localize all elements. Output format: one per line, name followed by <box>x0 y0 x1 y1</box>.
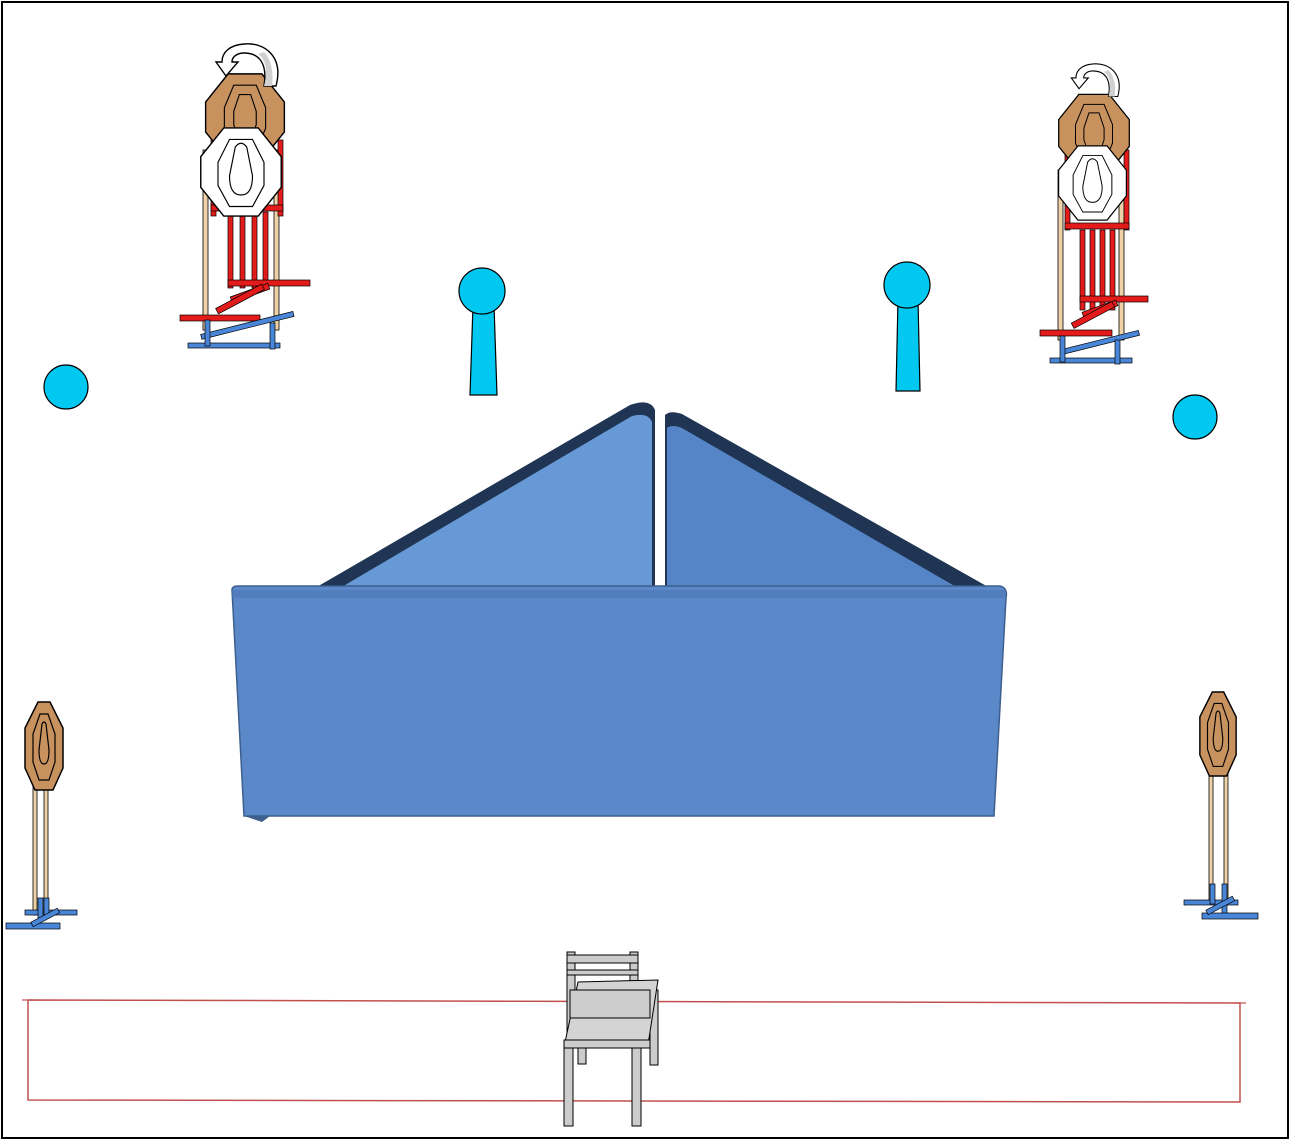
popper-left <box>458 267 506 396</box>
cardboard-target-right-stand <box>1199 691 1237 777</box>
white-target-left-swinger <box>200 127 282 217</box>
round-plate-right <box>1172 394 1218 440</box>
cardboard-target-left-stand <box>24 701 64 791</box>
swinger-target-left <box>179 43 311 350</box>
chair <box>563 951 659 1127</box>
barricade <box>231 402 1008 822</box>
round-plate-left <box>43 364 89 410</box>
paper-target-left <box>5 701 78 930</box>
swinger-target-right <box>1039 63 1149 365</box>
popper-right <box>883 261 931 392</box>
white-target-right-swinger <box>1057 145 1128 221</box>
shooting-box <box>22 999 1246 1103</box>
paper-target-right <box>1183 691 1259 920</box>
